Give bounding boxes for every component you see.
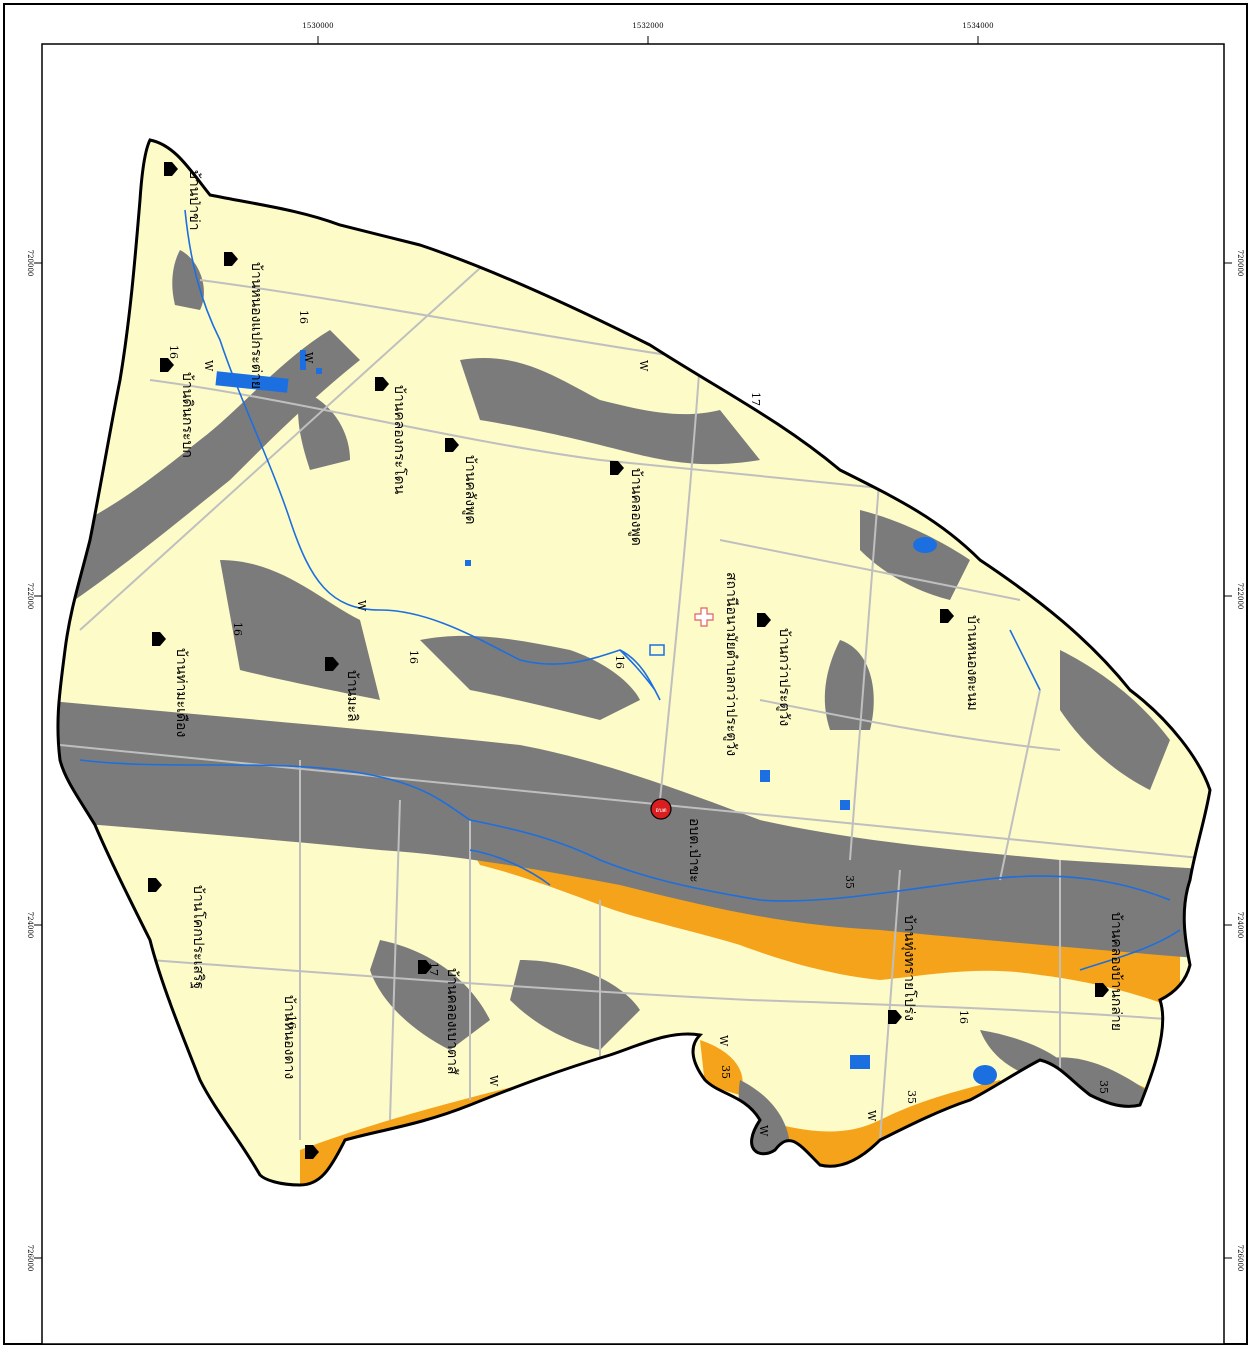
- village-marker-icon: [325, 657, 339, 671]
- soil-code: 35: [1097, 1080, 1110, 1094]
- soil-code: 16: [957, 1010, 970, 1024]
- left-tick-label: 720000: [26, 250, 34, 277]
- village-marker-icon: [375, 377, 389, 391]
- village-marker-icon: [152, 632, 166, 646]
- village-label: บ้านโคกประเสริฐ: [190, 885, 207, 989]
- soil-code: 35: [843, 875, 856, 889]
- village-label: บ้านทุ่งทรายโปร่ง: [901, 915, 918, 1021]
- village-label: บ้านคลองพูด: [628, 468, 644, 546]
- district-office-icon: อบต: [650, 798, 672, 820]
- village-label: บ้านคลองบ้านกล่าย: [1108, 912, 1124, 1031]
- water-code-labels: W W W W W W W W: [202, 352, 878, 1137]
- soil-code: 16: [167, 345, 180, 359]
- right-tick-label: 726000: [1236, 1245, 1244, 1272]
- right-tick-label: 722000: [1236, 583, 1244, 610]
- soil-code: 35: [719, 1065, 732, 1079]
- left-tick-label: 724000: [26, 912, 34, 939]
- village-marker-icon: [224, 252, 238, 266]
- village-label: บ้านมะลิ: [344, 670, 360, 722]
- village-label: บ้านหนองแปกระต่าย: [248, 262, 264, 389]
- village-label: บ้านท่ามะเดือง: [173, 648, 189, 737]
- right-tick-label: 724000: [1236, 912, 1244, 939]
- soil-code: 16: [613, 655, 626, 669]
- soil-code: 17: [427, 962, 440, 976]
- water-code: W: [865, 1110, 878, 1122]
- village-marker-icon: [164, 162, 178, 176]
- left-tick-label: 722000: [26, 583, 34, 610]
- soil-code-labels: 16 16 16 16 16 16 16 35 35 35 35 17 17: [167, 310, 1110, 1104]
- village-marker-icon: [940, 609, 954, 623]
- village-marker-icon: [610, 461, 624, 475]
- soil-code: 16: [297, 310, 310, 324]
- village-marker-icon: [148, 878, 162, 892]
- top-tick-label: 1534000: [962, 22, 993, 30]
- soil-code: 16: [407, 650, 420, 664]
- water-code: W: [202, 360, 215, 372]
- top-tick-label: 1532000: [632, 22, 663, 30]
- district-office-label: อบต.ป่าขะ: [686, 818, 702, 883]
- water-code: W: [302, 352, 315, 364]
- subdistrict-boundary: [56, 138, 1212, 1187]
- village-label: บ้านคลังพูด: [462, 455, 478, 524]
- village-marker-icon: [757, 613, 771, 627]
- village-label: บ้านป่าข่า: [186, 170, 202, 231]
- soil-code: 16: [285, 1015, 298, 1029]
- village-marker-icon: [160, 358, 174, 372]
- water-code: W: [717, 1035, 730, 1047]
- health-station-icon: [694, 607, 714, 627]
- soil-code: 17: [749, 392, 762, 406]
- village-label: บ้านหนองตะนม: [964, 615, 980, 711]
- water-code: W: [637, 360, 650, 372]
- water-code: W: [355, 600, 368, 612]
- village-marker-icon: [888, 1010, 902, 1024]
- left-tick-label: 726000: [26, 1245, 34, 1272]
- health-station-label: สถานีอนามัยตำบลกว่าประตูวัง: [723, 572, 739, 756]
- water-code: W: [757, 1125, 770, 1137]
- village-label: บ้านคลองกระโดน: [391, 385, 408, 495]
- soil-code: 16: [231, 622, 244, 636]
- district-office-symbol: อบต: [655, 807, 666, 814]
- village-marker-icon: [445, 438, 459, 452]
- right-tick-label: 720000: [1236, 250, 1244, 277]
- village-label: บ้านคลองเบาตาสั: [444, 968, 460, 1075]
- top-tick-label: 1530000: [302, 22, 333, 30]
- water-body: [215, 350, 997, 1085]
- grid-ticks: [34, 36, 1232, 1259]
- village-marker-icon: [305, 1145, 319, 1159]
- village-labels: บ้านป่าข่า บ้านหนองแปกระต่าย บ้านคลองกระ…: [173, 170, 1124, 1079]
- village-label: บ้านกว่าประตูวัง: [776, 628, 792, 726]
- road-network: [59, 249, 1210, 1141]
- village-label: บ้านดินกระบก: [179, 372, 195, 458]
- village-markers: [148, 162, 1109, 1159]
- village-label: บ้านหนองดาง: [281, 995, 297, 1079]
- village-marker-icon: [1095, 983, 1109, 997]
- water-code: W: [487, 1075, 500, 1087]
- soil-code: 35: [905, 1090, 918, 1104]
- village-marker-icon: [418, 960, 432, 974]
